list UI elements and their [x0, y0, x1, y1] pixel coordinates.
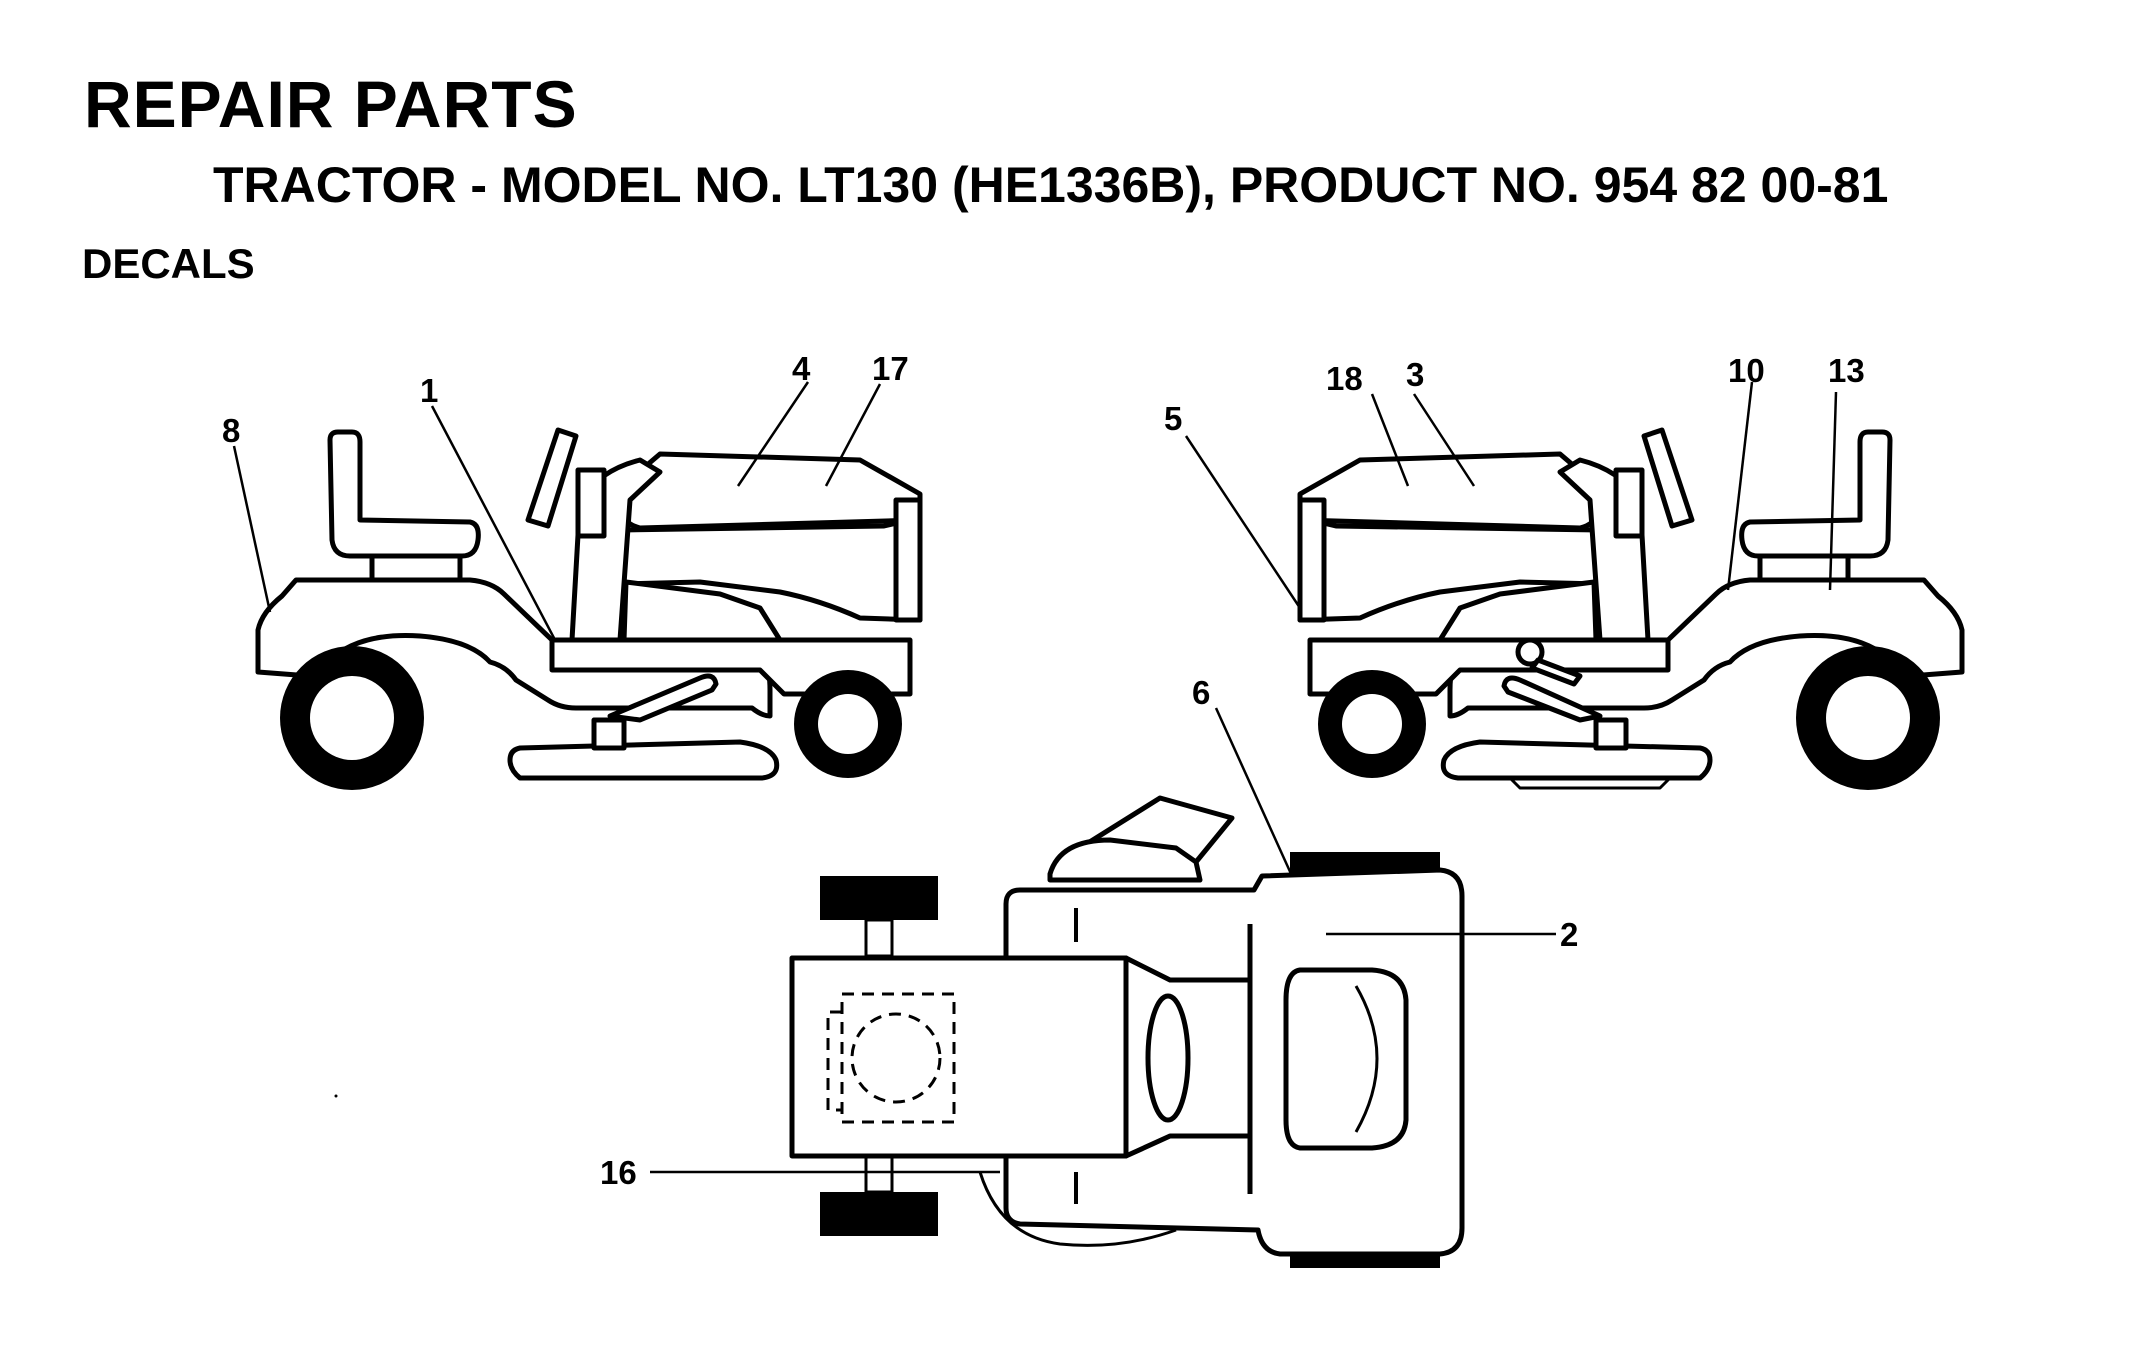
- callout-labels: 8 1 4 17 5 18 3 10 13 6 2 16: [222, 350, 1865, 1191]
- section-heading: DECALS: [82, 240, 255, 287]
- tractor-right-side-view: [1297, 427, 1965, 790]
- callout-10: 10: [1728, 352, 1765, 389]
- tractor-left-side-view: [255, 427, 923, 790]
- callout-13: 13: [1828, 352, 1865, 389]
- callout-16: 16: [600, 1154, 637, 1191]
- model-subtitle: TRACTOR - MODEL NO. LT130 (HE1336B), PRO…: [213, 157, 1889, 213]
- callout-5: 5: [1164, 400, 1182, 437]
- tractor-top-view: [789, 795, 1465, 1268]
- callout-6: 6: [1192, 674, 1210, 711]
- callout-4: 4: [792, 350, 811, 387]
- callout-1: 1: [420, 372, 438, 409]
- callout-3: 3: [1406, 356, 1424, 393]
- page-title: REPAIR PARTS: [84, 67, 578, 141]
- callout-17: 17: [872, 350, 909, 387]
- callout-2: 2: [1560, 916, 1578, 953]
- callout-8: 8: [222, 412, 240, 449]
- callout-18: 18: [1326, 360, 1363, 397]
- leader-lines: [232, 381, 1838, 1174]
